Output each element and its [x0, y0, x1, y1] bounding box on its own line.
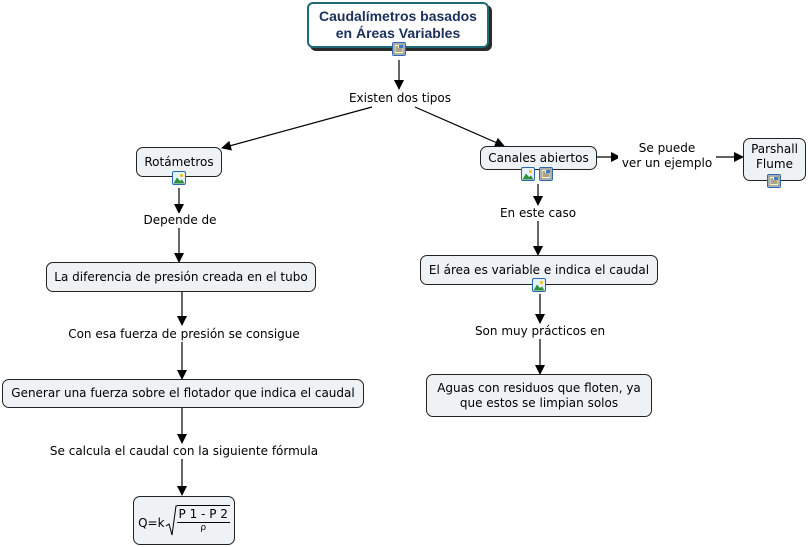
phrase-son-muy: Son muy prácticos en: [466, 324, 614, 339]
image-icon[interactable]: [521, 167, 535, 181]
link-existen-rotametros: [221, 106, 373, 151]
concept-parshall-flume[interactable]: Parshall Flume: [743, 138, 806, 181]
concept-rotametros[interactable]: Rotámetros: [136, 147, 222, 177]
document-icon[interactable]: [392, 42, 406, 56]
document-icon[interactable]: [767, 174, 781, 188]
formula-prefix: Q=k: [138, 516, 165, 530]
formula-radical: [165, 505, 177, 535]
formula-numerator: P 1 - P 2: [176, 507, 230, 523]
concept-canales-label: Canales abiertos: [488, 150, 589, 165]
image-icon[interactable]: [532, 278, 546, 292]
phrase-depende: Depende de: [134, 213, 226, 228]
concept-formula[interactable]: Q=k P 1 - P 2 ρ: [133, 496, 235, 545]
phrase-se-puede: Se puede ver un ejemplo: [618, 141, 716, 171]
concept-aguas-residuos[interactable]: Aguas con residuos que floten, ya que es…: [426, 374, 652, 417]
image-icon[interactable]: [172, 171, 186, 185]
concept-canales-abiertos[interactable]: Canales abiertos: [480, 146, 597, 170]
root-concept[interactable]: Caudalímetros basados en Áreas Variables: [307, 2, 489, 48]
phrase-con-esa: Con esa fuerza de presión se consigue: [60, 327, 308, 342]
phrase-se-calcula: Se calcula el caudal con la siguiente fó…: [42, 444, 326, 459]
phrase-en-este: En este caso: [489, 206, 587, 221]
concept-diferencia-label: La diferencia de presión creada en el tu…: [54, 269, 308, 284]
concept-generar-label: Generar una fuerza sobre el flotador que…: [11, 386, 355, 400]
concept-aguas-label: Aguas con residuos que floten, ya que es…: [437, 380, 641, 410]
concept-area-label: El área es variable e indica el caudal: [428, 262, 650, 277]
phrase-existen: Existen dos tipos: [344, 91, 456, 106]
concept-parshall-label: Parshall Flume: [751, 142, 798, 171]
formula-fraction: P 1 - P 2 ρ: [176, 505, 230, 534]
root-concept-label: Caudalímetros basados en Áreas Variables: [319, 8, 477, 41]
link-existen-canales: [414, 106, 505, 147]
formula-denominator: ρ: [200, 523, 207, 533]
concept-diferencia[interactable]: La diferencia de presión creada en el tu…: [46, 262, 316, 292]
document-icon[interactable]: [539, 167, 553, 181]
concept-rotametros-label: Rotámetros: [144, 154, 214, 169]
concept-generar[interactable]: Generar una fuerza sobre el flotador que…: [2, 379, 364, 408]
